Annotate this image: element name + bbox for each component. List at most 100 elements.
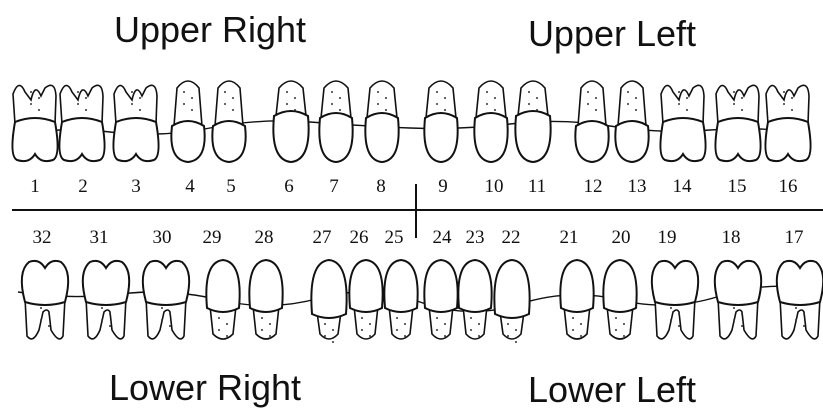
root-dot [795, 319, 797, 321]
tooth-upper [765, 85, 810, 161]
root-dot [324, 335, 326, 337]
tooth-root [618, 81, 646, 126]
root-dot [131, 91, 133, 93]
tooth-lower [249, 260, 282, 339]
root-dot [803, 313, 805, 315]
tooth-number: 30 [153, 227, 172, 248]
root-dot [361, 329, 363, 331]
tooth-crown [171, 121, 204, 162]
tooth-root [215, 81, 243, 126]
root-dot [791, 97, 793, 99]
root-dot [670, 307, 672, 309]
root-dot [494, 97, 496, 99]
tooth-crown [83, 261, 129, 305]
root-dot [627, 91, 629, 93]
root-dot [615, 329, 617, 331]
tooth-number: 19 [658, 227, 677, 248]
root-dot [572, 329, 574, 331]
root-dot [494, 109, 496, 111]
tooth-crown [311, 260, 346, 318]
root-dot [444, 335, 446, 337]
root-dot [741, 325, 743, 327]
tooth-crown [458, 260, 491, 312]
root-dot [678, 325, 680, 327]
root-dot [38, 109, 40, 111]
root-dot [741, 97, 743, 99]
tooth-crown [603, 260, 636, 312]
root-dot [385, 109, 387, 111]
tooth-crown [12, 118, 57, 161]
tooth-number: 26 [350, 227, 369, 248]
root-dot [48, 313, 50, 315]
quadrant-lower-left-label: Lower Left [528, 369, 696, 408]
root-dot [623, 335, 625, 337]
tooth-lower [349, 260, 382, 339]
root-dot [361, 317, 363, 319]
tooth-number: 32 [33, 227, 52, 248]
root-dot [226, 335, 228, 337]
tooth-number: 25 [385, 227, 404, 248]
root-dot [169, 313, 171, 315]
root-dot [595, 109, 597, 111]
root-dot [678, 313, 680, 315]
tooth-number: 29 [203, 227, 222, 248]
tooth-crown [515, 111, 550, 162]
root-dot [377, 91, 379, 93]
tooth-lower [494, 260, 529, 343]
root-dot [444, 97, 446, 99]
root-dot [286, 91, 288, 93]
root-dot [232, 97, 234, 99]
tooth-number: 4 [185, 176, 195, 197]
tooth-upper [59, 85, 104, 161]
root-dot [470, 329, 472, 331]
root-dot [436, 317, 438, 319]
tooth-upper [113, 85, 158, 161]
root-dot [385, 97, 387, 99]
root-dot [377, 103, 379, 105]
root-dot [139, 97, 141, 99]
root-dot [85, 109, 87, 111]
root-dot [339, 97, 341, 99]
root-dot [161, 319, 163, 321]
tooth-crown [206, 260, 239, 312]
tooth-lower [652, 261, 698, 339]
tooth-crown [575, 121, 608, 162]
tooth-number: 31 [90, 227, 109, 248]
root-dot [339, 109, 341, 111]
root-dot [369, 335, 371, 337]
root-dot [183, 91, 185, 93]
root-dot [40, 307, 42, 309]
tooth-crown [560, 260, 593, 312]
tooth-number: 12 [584, 176, 603, 197]
root-dot [444, 109, 446, 111]
root-dot [369, 323, 371, 325]
root-dot [507, 335, 509, 337]
root-dot [783, 91, 785, 93]
root-dot [77, 91, 79, 93]
root-dot [623, 323, 625, 325]
root-dot [109, 325, 111, 327]
tooth-number: 21 [560, 227, 579, 248]
tooth-crown [615, 121, 648, 162]
tooth-lower [424, 260, 457, 339]
root-dot [733, 91, 735, 93]
root-dot [30, 91, 32, 93]
tooth-number: 9 [438, 176, 448, 197]
root-dot [294, 109, 296, 111]
root-dot [791, 109, 793, 111]
root-dot [218, 329, 220, 331]
tooth-lower [560, 260, 593, 339]
tooth-number: 15 [728, 176, 747, 197]
root-dot [183, 103, 185, 105]
root-dot [587, 103, 589, 105]
root-dot [77, 103, 79, 105]
root-dot [324, 323, 326, 325]
tooth-crown [349, 260, 382, 312]
tooth-upper [319, 81, 352, 162]
tooth-crown [384, 260, 417, 312]
root-dot [587, 91, 589, 93]
tooth-crown [715, 261, 761, 305]
tooth-upper [515, 81, 550, 162]
tooth-upper [212, 81, 245, 162]
